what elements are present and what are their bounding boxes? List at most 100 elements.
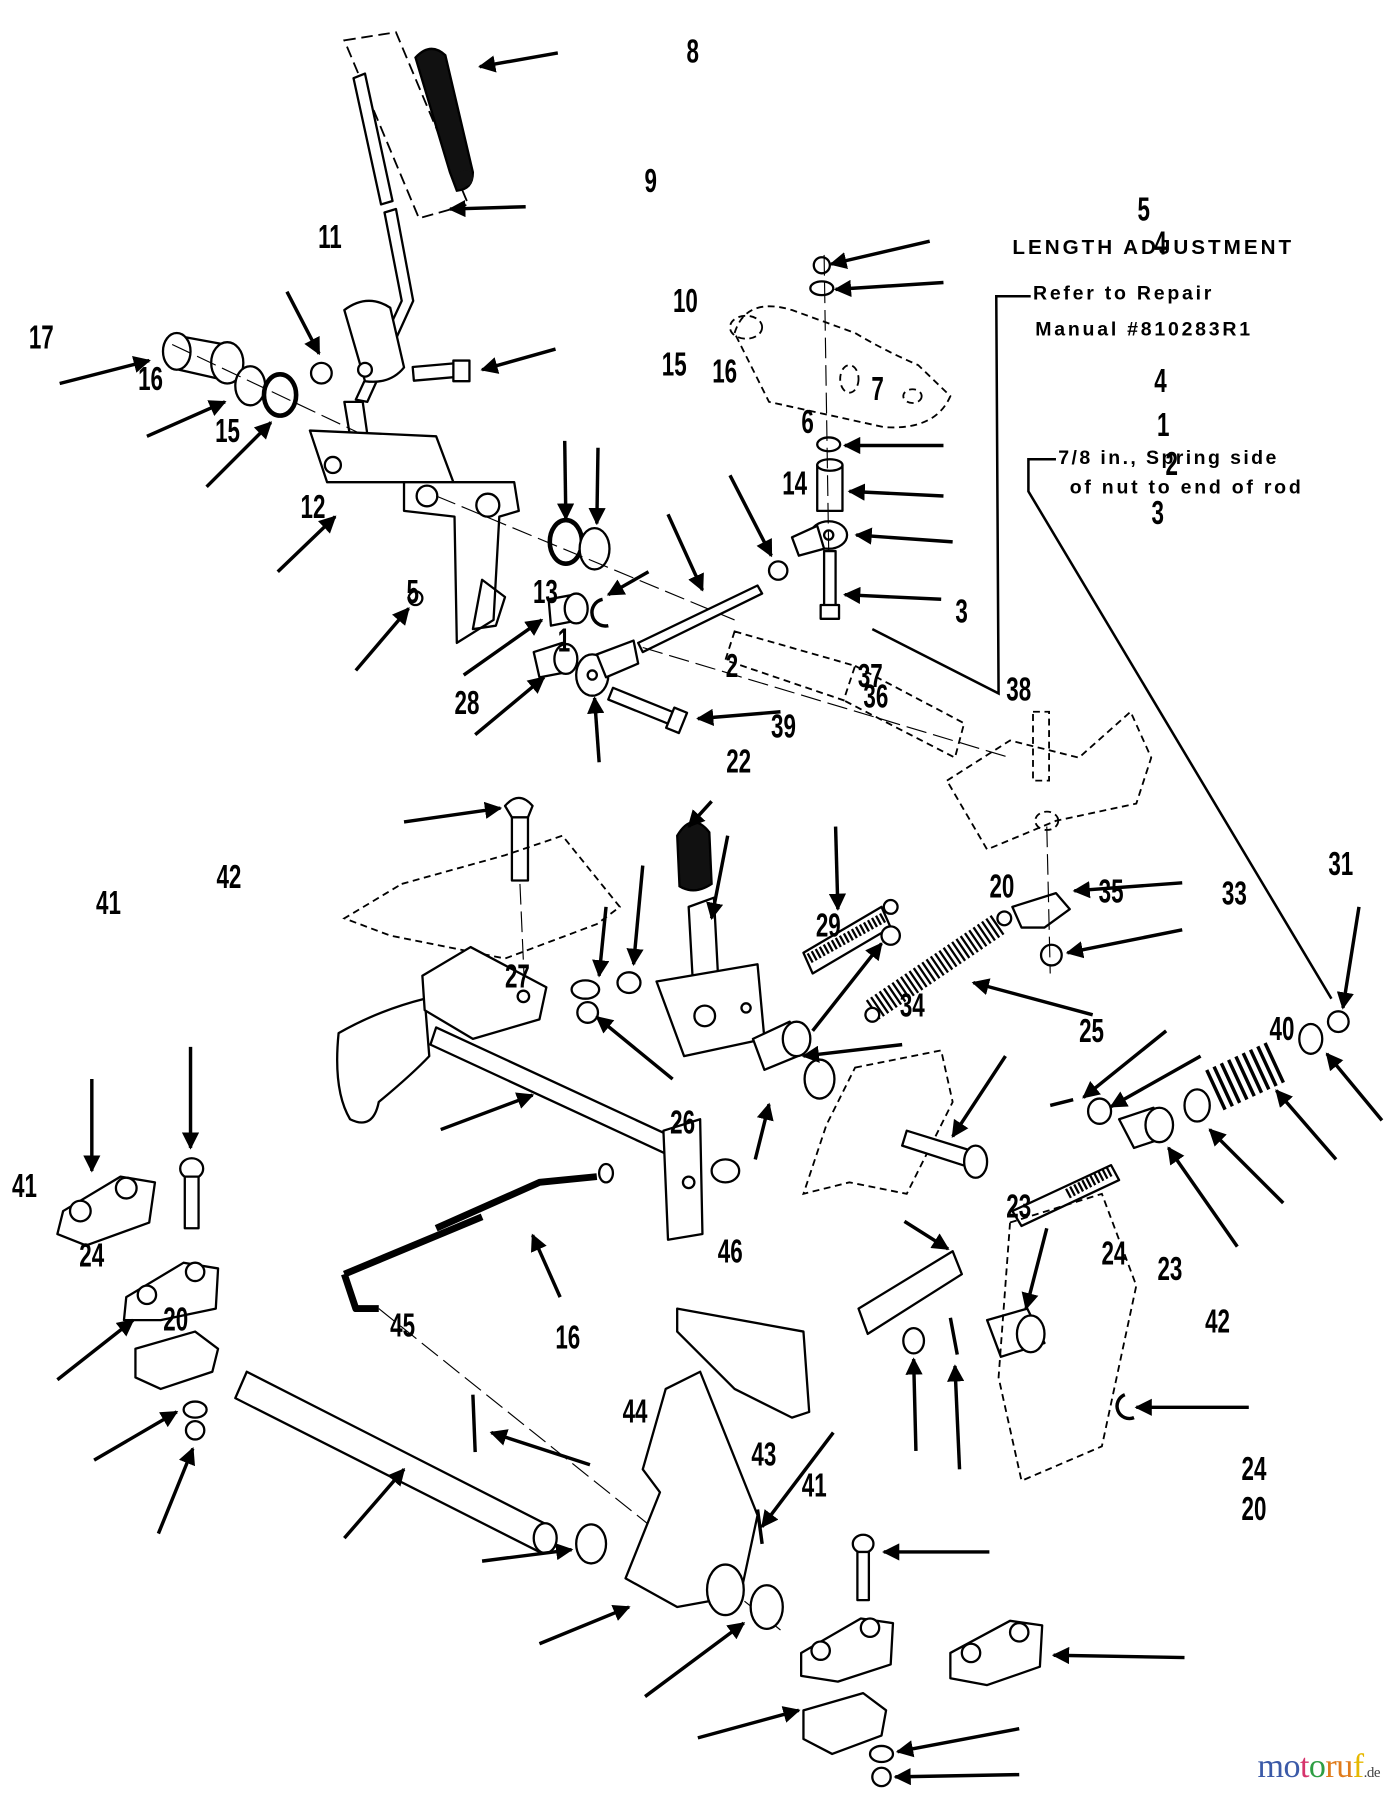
callout-leader-arrow [971, 978, 1094, 1017]
callout-16: 16 [481, 1318, 580, 1563]
watermark-letter: o [1308, 1748, 1326, 1785]
callout-leader-arrow [1021, 1227, 1049, 1311]
washer-24a [182, 1400, 208, 1419]
callout-6: 6 [666, 403, 814, 592]
note-length-adjustment-line1: Refer to Repair [1033, 283, 1214, 305]
callout-20: 20 [1336, 906, 1361, 1010]
callout-39: 39 [626, 707, 796, 966]
callout-leader-arrow [801, 1042, 903, 1063]
callout-number: 46 [718, 1232, 743, 1269]
nut-5b [812, 256, 831, 275]
callout-2: 2 [587, 647, 738, 763]
spacer-1 [532, 641, 579, 679]
spring-note-leader [1027, 457, 1333, 1000]
spring-31 [864, 910, 1013, 1023]
callout-44: 44 [538, 1392, 648, 1646]
callout-34: 34 [753, 986, 925, 1160]
callout-leader-arrow [1072, 881, 1183, 899]
mount-ghost [945, 710, 1153, 851]
bolt-42b [851, 1533, 875, 1602]
washer-19a [1183, 1088, 1211, 1123]
callout-7: 7 [728, 370, 884, 558]
callout-leader-arrow [1275, 1089, 1338, 1161]
callout-leader-arrow [285, 290, 321, 356]
callout-number: 40 [1270, 1010, 1295, 1047]
callout-number: 23 [1006, 1187, 1031, 1224]
callout-9: 9 [448, 162, 657, 218]
washer-24c [868, 1744, 895, 1764]
callout-leader-arrow [595, 1015, 674, 1081]
plate-ghost [733, 305, 952, 429]
washer-22b [1086, 1097, 1113, 1125]
callout-41: 41 [697, 1466, 827, 1740]
callout-number: 2 [726, 647, 738, 684]
callout-number: 36 [863, 677, 888, 714]
note-length-adjustment-title: LENGTH ADJUSTMENT [1012, 236, 1294, 259]
bracket-32 [1011, 891, 1071, 929]
note-spring-line2: of nut to end of rod [1070, 477, 1304, 499]
callout-number: 44 [623, 1392, 648, 1429]
callout-leader-arrow [462, 618, 544, 677]
callout-leader-arrow [146, 400, 227, 438]
callout-16: 16 [138, 360, 227, 438]
callout-3: 3 [696, 592, 968, 726]
nut-20d [184, 1419, 206, 1441]
watermark-letter: m [1257, 1748, 1284, 1785]
callout-number: 12 [301, 488, 326, 525]
rod-ghost [724, 630, 966, 760]
callout-leader-arrow [666, 513, 705, 592]
callout-40: 40 [1021, 1010, 1295, 1311]
bushing-40 [985, 1307, 1046, 1358]
callout-leader-arrow [760, 1431, 835, 1529]
callout-number: 22 [726, 742, 751, 779]
callout-number: 7 [871, 370, 883, 407]
callout-leader-arrow [1109, 1054, 1202, 1109]
callout-number: 41 [802, 1466, 827, 1503]
bolt-3 [607, 686, 689, 735]
callout-number: 25 [1079, 1012, 1104, 1049]
callout-number: 15 [215, 412, 240, 449]
callout-number: 15 [662, 345, 687, 382]
callout-leader-arrow [696, 708, 781, 726]
callout-19: 19 [1208, 1128, 1285, 1205]
callout-35: 35 [801, 872, 1124, 1063]
callout-number: 1 [1157, 406, 1169, 443]
callout-leader-arrow [728, 474, 773, 558]
callout-number: 39 [771, 707, 796, 744]
callout-20: 20 [893, 1490, 1266, 1786]
nut-20b [880, 925, 902, 946]
callout-37: 37 [687, 656, 883, 828]
callout-number: 29 [816, 906, 841, 943]
callout-number: 42 [1205, 1302, 1230, 1339]
callout-leader-arrow [854, 527, 953, 545]
watermark-letter: o [1283, 1748, 1300, 1785]
cotter-23 [1049, 1098, 1074, 1108]
callout-leader-arrow [448, 199, 526, 218]
callout-19: 19 [1325, 1052, 1384, 1122]
callout-leader-arrow [687, 800, 713, 828]
callout-leader-arrow [893, 1768, 1020, 1786]
callout-leader-arrow [829, 239, 931, 270]
callout-number: 28 [455, 684, 480, 721]
callout-4: 4 [833, 224, 1167, 297]
callout-number: 23 [1157, 1250, 1182, 1287]
callout-42: 42 [882, 1302, 1230, 1561]
nut-20e [871, 1766, 892, 1788]
knob-8 [343, 31, 475, 220]
callout-46: 46 [489, 1232, 743, 1467]
callout-leader-arrow [205, 421, 273, 489]
callout-number: 35 [1099, 872, 1124, 909]
bushing-17 [161, 331, 245, 385]
washer-4b [816, 436, 842, 453]
callout-20: 20 [156, 1300, 195, 1535]
bolt-10 [411, 359, 471, 383]
nut-11 [309, 361, 333, 385]
callout-33: 33 [951, 874, 1247, 1138]
length-adjustment-leader [871, 295, 1031, 696]
roll-pin-46 [471, 1394, 477, 1453]
callout-number: 9 [645, 162, 657, 199]
callout-24: 24 [895, 1450, 1267, 1758]
callout-leader-arrow [1051, 1646, 1185, 1665]
callout-leader-arrow [59, 356, 151, 386]
